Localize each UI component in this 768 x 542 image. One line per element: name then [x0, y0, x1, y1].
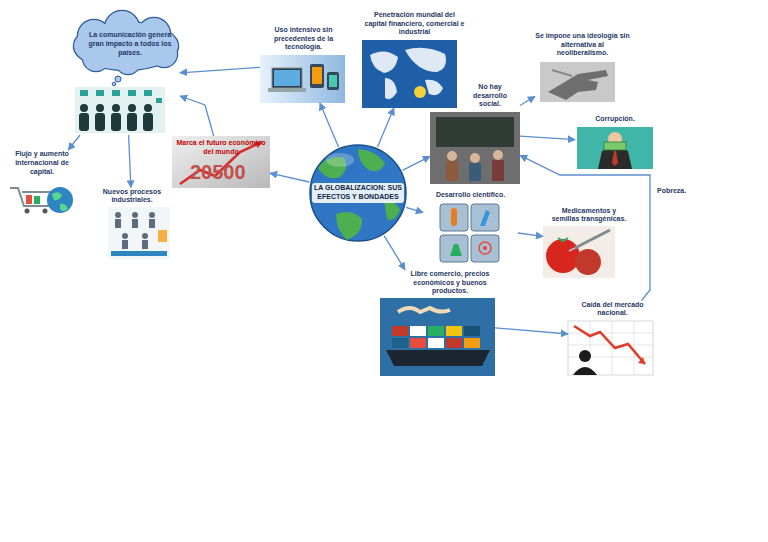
node-text: Flujo y aumento internacional de capital…: [12, 150, 72, 176]
topic-node: Se impone una ideología sin alternativa …: [535, 32, 630, 102]
topic-node: Penetración mundial del capital financie…: [362, 11, 467, 108]
node-text: LA GLOBALIZACION: SUS EFECTOS Y BONDADES: [312, 183, 404, 203]
center-globe: LA GLOBALIZACION: SUS EFECTOS Y BONDADES: [308, 143, 408, 243]
connector-arrow: [406, 207, 423, 212]
node-text: Se impone una ideología sin alternativa …: [535, 32, 630, 58]
economy-picture: [172, 136, 270, 188]
node-text: Nuevos procesos industriales.: [95, 188, 169, 206]
connector-arrow: [129, 135, 131, 188]
connector-arrow: [320, 103, 339, 147]
connector-arrow: [520, 96, 535, 105]
tomato-picture: [543, 226, 615, 278]
science-picture: [440, 204, 499, 262]
node-text: Corrupción.: [575, 115, 655, 124]
topic-node: Desarrollo científico.: [423, 191, 518, 262]
node-text: Uso intensivo sin precedentes de la tecn…: [260, 26, 347, 52]
topic-node: Medicamentos y semillas transgénicas.: [543, 207, 630, 279]
node-text: Marca el futuro económico del mundo: [176, 139, 266, 157]
node-text: La comunicación genera gran impacto a to…: [85, 31, 175, 57]
cart-picture: [10, 187, 73, 214]
node-text: Desarrollo científico.: [423, 191, 518, 200]
node-text: Penetración mundial del capital financie…: [362, 11, 467, 37]
cloud-picture: [74, 11, 178, 86]
topic-node: Uso intensivo sin precedentes de la tecn…: [260, 26, 347, 103]
connector-arrow: [180, 96, 214, 136]
node-text: Caída del mercado nacional.: [570, 301, 655, 319]
children-picture: [430, 112, 520, 184]
market-fall-picture: [568, 321, 653, 375]
connector-arrow: [495, 328, 568, 334]
hand-picture: [540, 62, 615, 102]
crowd-picture: [75, 87, 165, 133]
trade-picture: [380, 298, 495, 376]
connector-arrow: [403, 156, 431, 170]
connector-arrow: [378, 108, 394, 147]
topic-node: Libre comercio, precios económicos y bue…: [380, 270, 495, 376]
connector-arrow: [520, 136, 575, 139]
connector-arrow: [520, 155, 650, 300]
technology-picture: [260, 55, 345, 103]
connector-arrow: [384, 236, 405, 270]
topic-node: Caída del mercado nacional.: [568, 301, 655, 376]
connector-arrow: [180, 67, 260, 73]
world-map-picture: [362, 40, 457, 108]
edge-label: Pobreza.: [655, 187, 688, 194]
connector-arrow: [518, 233, 543, 236]
picture-number: 20500: [190, 161, 246, 184]
label-holder: 20500: [190, 161, 246, 184]
node-text: Libre comercio, precios económicos y bue…: [405, 270, 495, 296]
node-text: Medicamentos y semillas transgénicas.: [548, 207, 630, 225]
topic-node: Nuevos procesos industriales.: [95, 188, 170, 260]
topic-node: No hay desarrollo social.: [430, 83, 520, 184]
connector-arrow: [68, 135, 80, 150]
industry-picture: [108, 207, 170, 259]
topic-node: Corrupción.: [575, 115, 655, 169]
corruption-picture: [577, 127, 653, 169]
node-text: No hay desarrollo social.: [462, 83, 518, 109]
connector-arrow: [270, 173, 309, 182]
globe-picture: [310, 145, 406, 241]
topic-node: Flujo y aumento internacional de capital…: [8, 150, 74, 219]
cloud-callout: La comunicación genera gran impacto a to…: [72, 18, 180, 135]
edge-label-holder: Pobreza.: [655, 187, 688, 194]
